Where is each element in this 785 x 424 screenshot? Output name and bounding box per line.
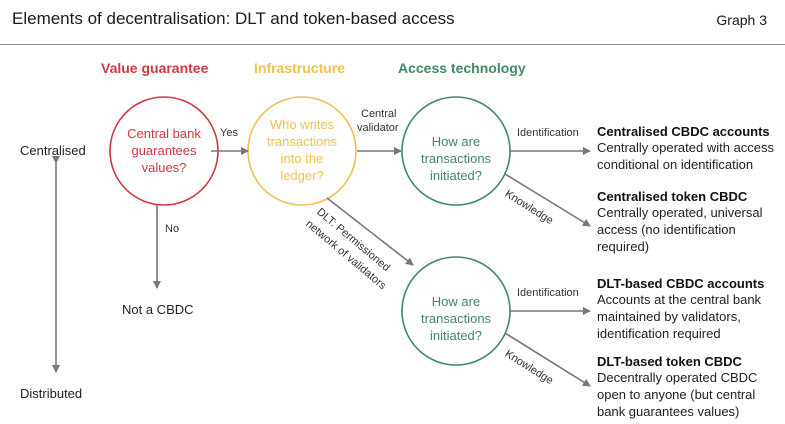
dlt-arrow [326,197,414,266]
outcome-dlt-token: DLT-based token CBDC Decentrally operate… [597,354,777,420]
title-divider [0,44,785,45]
infrastructure-header: Infrastructure [254,60,346,76]
identification-label-1: Identification [517,127,579,139]
outcome-description: Accounts at the central bank maintained … [597,292,762,341]
identification-label-2: Identification [517,287,579,299]
no-label: No [165,223,180,235]
outcome-description: Decentrally operated CBDC open to anyone… [597,370,758,419]
outcome-title: Centralised CBDC accounts [597,124,770,139]
outcome-title: DLT-based CBDC accounts [597,276,765,291]
central-label: Central [361,108,397,120]
knowledge-arrow-2 [504,332,591,387]
validator-label: validator [357,122,399,134]
outcome-description: Centrally operated with access condition… [597,140,775,172]
outcome-dlt-accounts: DLT-based CBDC accounts Accounts at the … [597,276,777,342]
outcome-description: Centrally operated, universal access (no… [597,205,763,254]
how-initiated-question-1: How are transactions initiated? [420,134,492,183]
who-writes-question: Who writes transactions into the ledger? [266,117,338,183]
centralised-label: Centralised [20,143,86,158]
yes-label: Yes [220,127,238,139]
page-title: Elements of decentralisation: DLT and to… [12,9,455,28]
outcome-title: DLT-based token CBDC [597,354,742,369]
knowledge-arrow-1 [504,173,591,227]
value-guarantee-header: Value guarantee [101,60,209,76]
graph-label: Graph 3 [716,12,767,28]
access-technology-header: Access technology [398,60,526,76]
how-initiated-question-2: How are transactions initiated? [420,294,492,343]
outcome-centralised-token: Centralised token CBDC Centrally operate… [597,189,777,255]
outcome-title: Centralised token CBDC [597,189,748,204]
not-cbdc-label: Not a CBDC [122,302,194,317]
outcome-centralised-accounts: Centralised CBDC accounts Centrally oper… [597,124,777,173]
distributed-label: Distributed [20,386,83,401]
central-bank-question: Central bank guarantees values? [127,126,201,175]
